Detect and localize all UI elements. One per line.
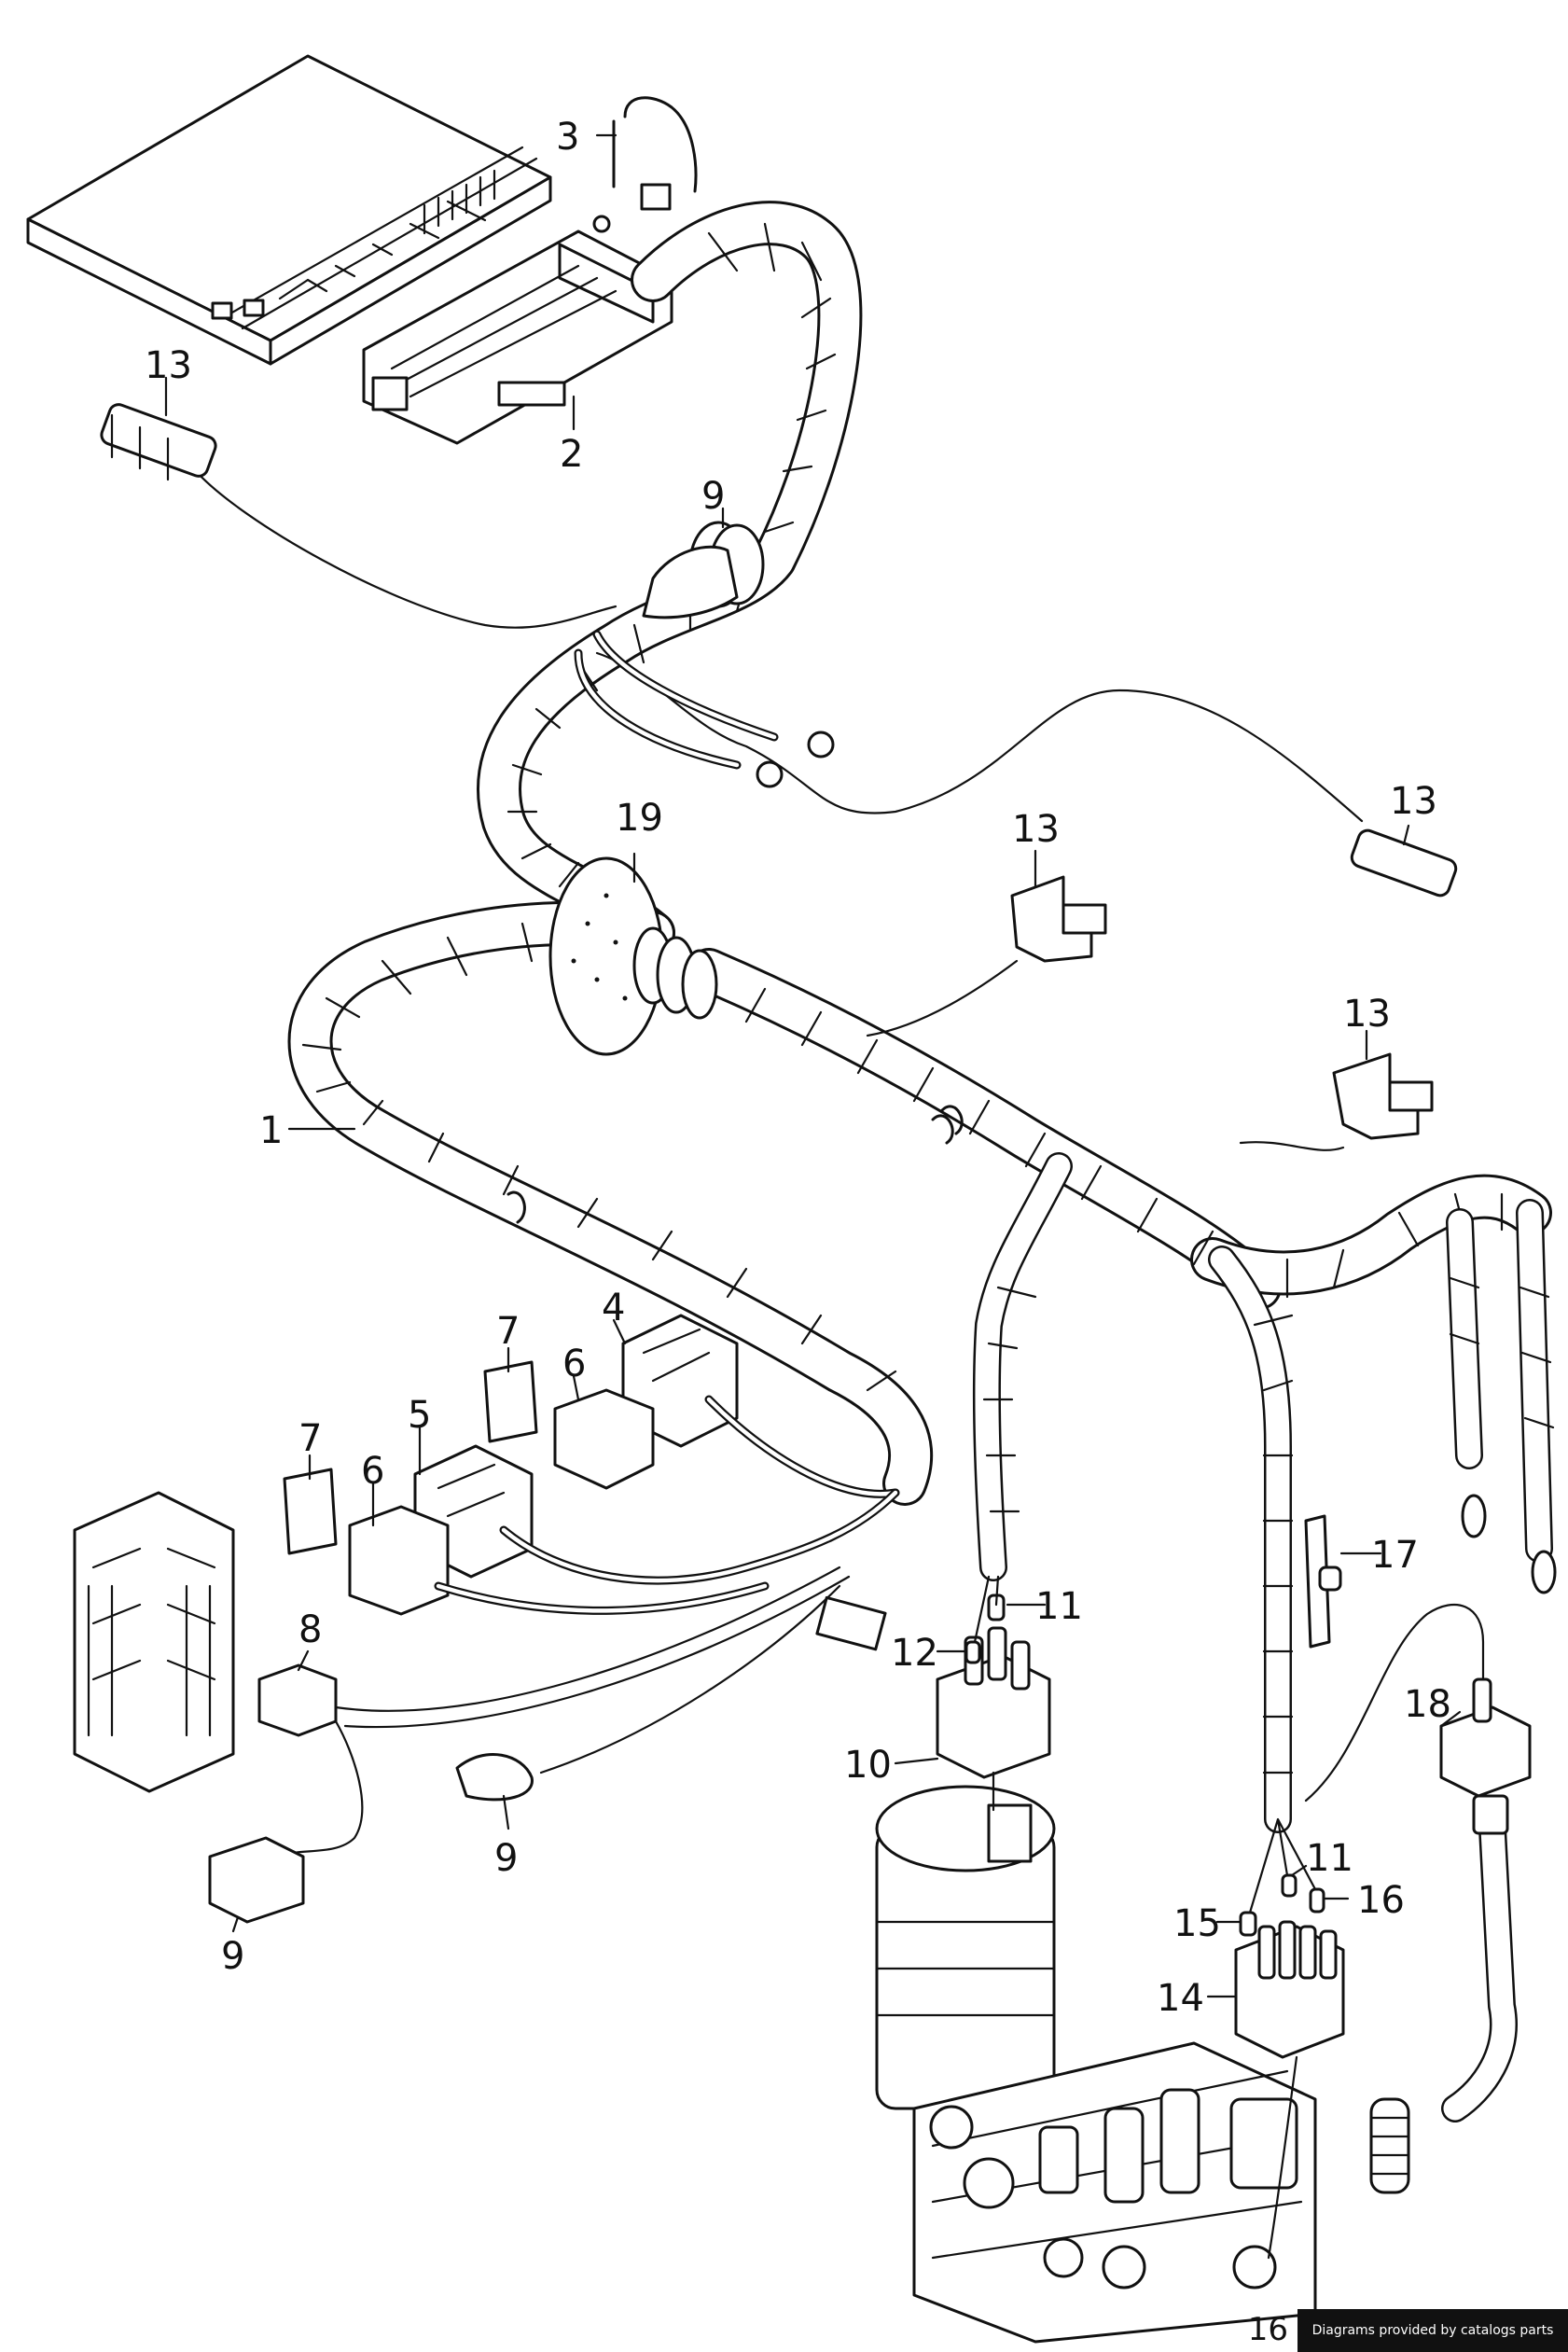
clip-3	[612, 96, 698, 211]
callout-15: 15	[1173, 1902, 1221, 1945]
clip-7-upper	[483, 1360, 538, 1443]
callout-13-center: 13	[1012, 808, 1060, 851]
callout-18: 18	[1404, 1683, 1451, 1726]
callout-5: 5	[408, 1394, 431, 1437]
page-number: 16	[1247, 2311, 1288, 2348]
clip-7-lower	[283, 1468, 338, 1555]
connector-8	[257, 1663, 338, 1737]
connector-9-center	[455, 1753, 534, 1802]
callout-14: 14	[1157, 1977, 1204, 2020]
callout-16: 16	[1357, 1879, 1405, 1922]
callout-11-upper: 11	[1035, 1585, 1083, 1628]
callout-3: 3	[556, 116, 579, 159]
connector-8-lead	[278, 1719, 364, 1858]
terminal-12	[964, 1640, 981, 1664]
callout-6b: 6	[361, 1450, 384, 1493]
sensor-13-upper-left	[100, 403, 617, 629]
control-unit	[26, 54, 552, 366]
grommet-19	[548, 856, 718, 1056]
callout-6a: 6	[562, 1343, 586, 1385]
right-sensor-coil	[1369, 2097, 1410, 2194]
credit-banner: Diagrams provided by catalogs parts	[1297, 2309, 1568, 2352]
callout-8: 8	[298, 1608, 322, 1651]
cluster-wires	[334, 1395, 900, 1774]
small-connector	[815, 1595, 887, 1651]
relay-block	[73, 1491, 235, 1793]
callout-7b: 7	[298, 1417, 322, 1460]
callout-1: 1	[259, 1109, 283, 1152]
valve-body	[912, 2041, 1317, 2344]
callout-17: 17	[1371, 1534, 1419, 1577]
sensor-13-center	[866, 875, 1107, 1037]
callout-leaders	[164, 133, 1462, 1998]
harness-wrap-stripes	[301, 222, 1504, 1392]
ground-leads	[574, 630, 835, 788]
terminal-15	[1239, 1911, 1257, 1937]
connector-18-leads	[1304, 1603, 1485, 1802]
clip-17	[1304, 1514, 1342, 1649]
callout-7a: 7	[496, 1310, 520, 1353]
connector-14	[1234, 1920, 1345, 2059]
grommet-9-upper	[642, 521, 765, 619]
callout-9-center: 9	[494, 1837, 518, 1880]
callout-13-lower: 13	[1343, 993, 1391, 1036]
connector-6-upper	[553, 1388, 655, 1490]
sensor-13-right	[595, 651, 1458, 898]
connector-10	[936, 1626, 1051, 1779]
callout-2: 2	[560, 433, 583, 476]
callout-10: 10	[844, 1744, 892, 1787]
connector-14-leads	[1248, 1817, 1317, 2260]
terminal-11-lower	[1281, 1873, 1297, 1898]
sensor-13-lower-right	[1239, 1052, 1434, 1151]
connector-18	[1439, 1677, 1532, 1798]
callout-19: 19	[616, 797, 663, 840]
callout-labels: 1 2 3 4 5 6 6 7 7 8 9 9 9 10 11 11 12 13…	[145, 116, 1451, 2020]
terminal-16	[1309, 1887, 1325, 1914]
callout-9-lower: 9	[221, 1935, 244, 1978]
callout-4: 4	[602, 1287, 625, 1329]
callout-13-right: 13	[1390, 780, 1437, 823]
callout-12: 12	[891, 1632, 938, 1675]
connector-10-leads	[973, 1575, 1000, 1812]
connector-6-lower	[348, 1505, 450, 1616]
callout-9-upper: 9	[701, 475, 725, 518]
connector-9-lower-left	[208, 1836, 305, 1924]
callout-11-lower: 11	[1306, 1837, 1353, 1880]
hydraulic-pump	[875, 1785, 1056, 2110]
right-sensor-connector	[1472, 1794, 1509, 1835]
connector-2	[362, 215, 673, 445]
callout-13-upper-left: 13	[145, 344, 192, 387]
